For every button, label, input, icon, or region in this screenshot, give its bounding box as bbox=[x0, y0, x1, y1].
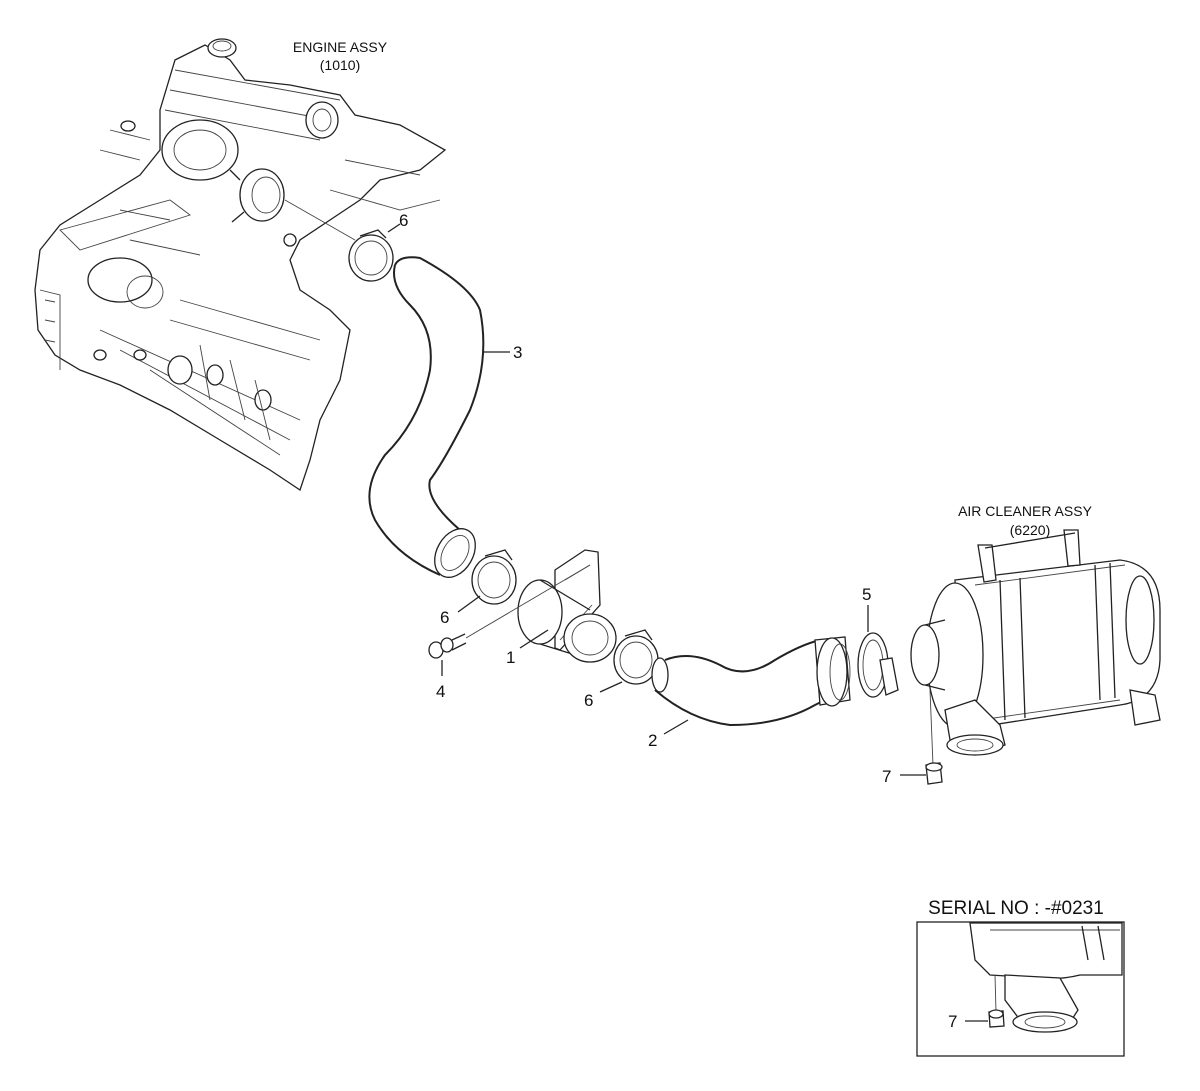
air-cleaner-drawing bbox=[910, 529, 1161, 756]
lower-hose-drawing bbox=[651, 636, 851, 727]
engine-drawing bbox=[34, 38, 447, 492]
callout-clamp-small: 5 bbox=[862, 585, 871, 604]
callout-clamp-low: 6 bbox=[584, 691, 593, 710]
clamp-top-drawing bbox=[284, 199, 394, 282]
clamp-low-drawing bbox=[613, 629, 659, 685]
air-cleaner-assy-code: (6220) bbox=[1010, 522, 1050, 538]
callout-clamp-top: 6 bbox=[399, 211, 408, 230]
inset-callout-valve: 7 bbox=[948, 1012, 957, 1031]
pipe-drawing bbox=[517, 549, 617, 663]
callout-clamp-mid: 6 bbox=[440, 608, 449, 627]
leader-lines bbox=[387, 223, 926, 776]
serial-inset: SERIAL NO : -#0231 7 bbox=[916, 898, 1125, 1057]
engine-assy-label: ENGINE ASSY bbox=[293, 39, 388, 55]
air-cleaner-assy-label: AIR CLEANER ASSY bbox=[958, 503, 1092, 519]
callout-bolt: 4 bbox=[436, 682, 445, 701]
bolt-drawing bbox=[428, 564, 591, 659]
callout-hose-upper: 3 bbox=[513, 343, 522, 362]
callout-hose-lower: 2 bbox=[648, 731, 657, 750]
engine-assy-code: (1010) bbox=[320, 57, 360, 73]
clamp-mid-drawing bbox=[471, 549, 517, 605]
valve-drawing bbox=[925, 689, 943, 785]
callout-valve: 7 bbox=[882, 767, 891, 786]
serial-number-label: SERIAL NO : -#0231 bbox=[928, 898, 1104, 919]
clamp-small-drawing bbox=[857, 632, 899, 698]
upper-hose-drawing bbox=[368, 256, 485, 578]
callout-pipe: 1 bbox=[506, 648, 515, 667]
